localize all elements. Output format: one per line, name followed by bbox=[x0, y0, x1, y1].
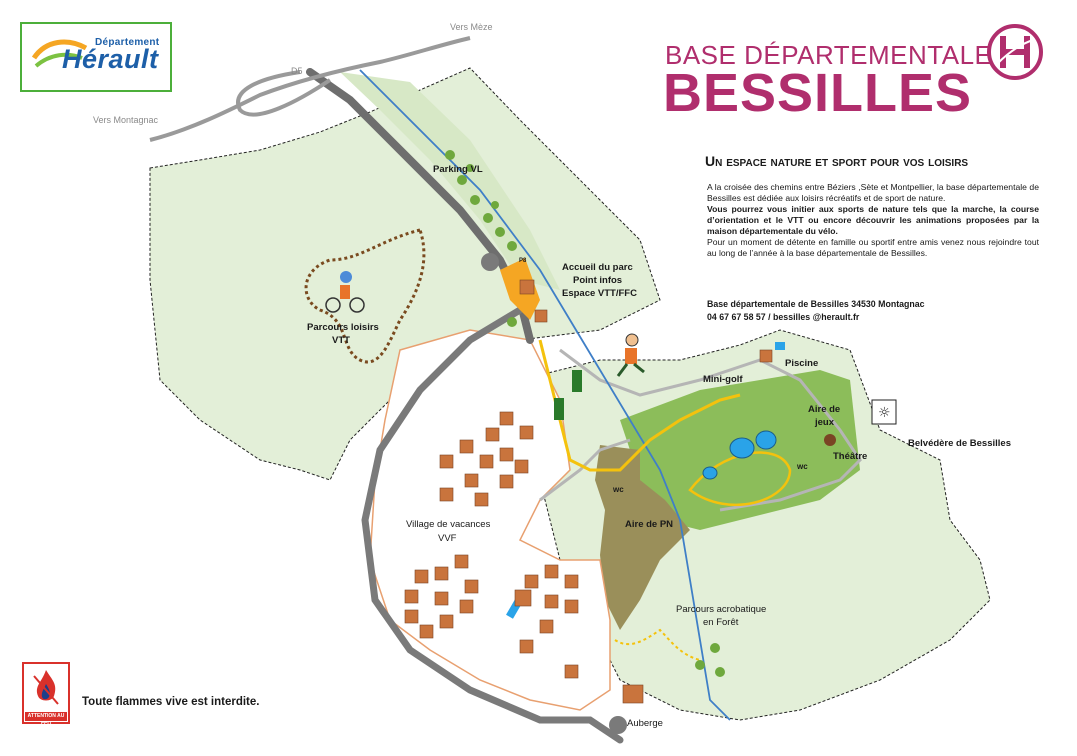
village-houses bbox=[404, 279, 773, 704]
d5-loop bbox=[236, 70, 332, 117]
info-description: A la croisée des chemins entre Béziers ,… bbox=[707, 182, 1039, 259]
contact-phone-email: 04 67 67 58 57 / bessilles @herault.fr bbox=[707, 312, 860, 322]
accueil-label-1: Accueil du parc bbox=[562, 262, 633, 273]
pool bbox=[775, 342, 785, 350]
info-paragraph-3: Pour un moment de détente en famille ou … bbox=[707, 237, 1039, 258]
wc-label-2: wc bbox=[612, 485, 624, 494]
vers-meze-label: Vers Mèze bbox=[450, 22, 493, 32]
aire-pn-zone bbox=[595, 445, 690, 630]
service-road-west bbox=[539, 438, 631, 502]
wc-label-1: wc bbox=[796, 462, 808, 471]
aire-jeux-label-2: jeux bbox=[814, 417, 835, 428]
vtt-label-1: Parcours loisirs bbox=[307, 322, 379, 333]
pond-3 bbox=[702, 466, 718, 480]
vtt-label-2: VTT bbox=[332, 335, 350, 346]
service-road-east bbox=[559, 348, 862, 512]
yellow-trail-loop bbox=[688, 451, 792, 507]
info-paragraph-1: A la croisée des chemins entre Béziers ,… bbox=[707, 182, 1039, 203]
parking-tag-label: P8 bbox=[519, 258, 527, 264]
sports-field-2 bbox=[554, 398, 564, 420]
river bbox=[359, 69, 731, 721]
acro-track bbox=[614, 628, 701, 661]
vtt-track bbox=[304, 228, 426, 364]
vers-montagnac-label: Vers Montagnac bbox=[93, 115, 159, 125]
roundabout-south bbox=[609, 716, 627, 734]
theatre-label: Théâtre bbox=[833, 451, 867, 462]
pond-1 bbox=[729, 437, 755, 459]
minigolf-label: Mini-golf bbox=[703, 374, 743, 385]
belvedere-icon bbox=[871, 399, 897, 425]
belvedere-label: Belvédère de Bessilles bbox=[908, 438, 1011, 449]
village-label-2: VVF bbox=[438, 533, 457, 544]
herault-logo: Département Hérault bbox=[20, 22, 172, 92]
title-top: BASE DÉPARTEMENTALE bbox=[665, 40, 993, 70]
roundabout-north bbox=[481, 253, 499, 271]
aire-jeux-label-1: Aire de bbox=[808, 404, 840, 415]
runner-icon bbox=[616, 333, 645, 377]
warning-text: Toute flammes vive est interdite. bbox=[82, 696, 260, 708]
page-title: BESSILLES bbox=[663, 63, 973, 123]
logo-department-label: Département bbox=[95, 37, 160, 48]
info-paragraph-2: Vous pourrez vous initier aux sports de … bbox=[707, 204, 1039, 236]
auberge-label: Auberge bbox=[627, 718, 663, 729]
logo-name-label: Hérault bbox=[62, 44, 159, 74]
acro-label-2: en Forêt bbox=[703, 617, 739, 628]
upper-road-curve bbox=[149, 36, 471, 142]
trees bbox=[445, 150, 725, 677]
valley-strip bbox=[340, 72, 560, 290]
warning-tag: ATTENTION AU FEU bbox=[25, 712, 67, 728]
contact-block: Base départementale de Bessilles 34530 M… bbox=[707, 298, 925, 324]
fire-warning-icon: ATTENTION AU FEU bbox=[22, 662, 70, 728]
village-label-1: Village de vacances bbox=[406, 519, 491, 530]
herault-logo-icon bbox=[31, 39, 88, 68]
d5-label: D5 bbox=[291, 66, 303, 76]
theatre-icon bbox=[824, 434, 836, 446]
pond-2 bbox=[755, 430, 777, 450]
svg-text:☼: ☼ bbox=[878, 405, 891, 421]
contact-address: Base départementale de Bessilles 34530 M… bbox=[707, 299, 925, 309]
piscine-label: Piscine bbox=[785, 358, 818, 369]
parking-label: Parking VL bbox=[433, 164, 483, 175]
sports-field-1 bbox=[572, 370, 582, 392]
base-logo-icon bbox=[987, 24, 1043, 80]
village-ring-road bbox=[361, 306, 624, 744]
fire-icon bbox=[33, 670, 59, 705]
aire-pn-label: Aire de PN bbox=[625, 519, 673, 530]
accueil-label-3: Espace VTT/FFC bbox=[562, 288, 637, 299]
info-subtitle: Un espace nature et sport pour vos loisi… bbox=[705, 153, 969, 169]
acro-label-1: Parcours acrobatique bbox=[676, 604, 766, 615]
cyclist-icon bbox=[325, 271, 365, 313]
accueil-label-2: Point infos bbox=[573, 275, 622, 286]
